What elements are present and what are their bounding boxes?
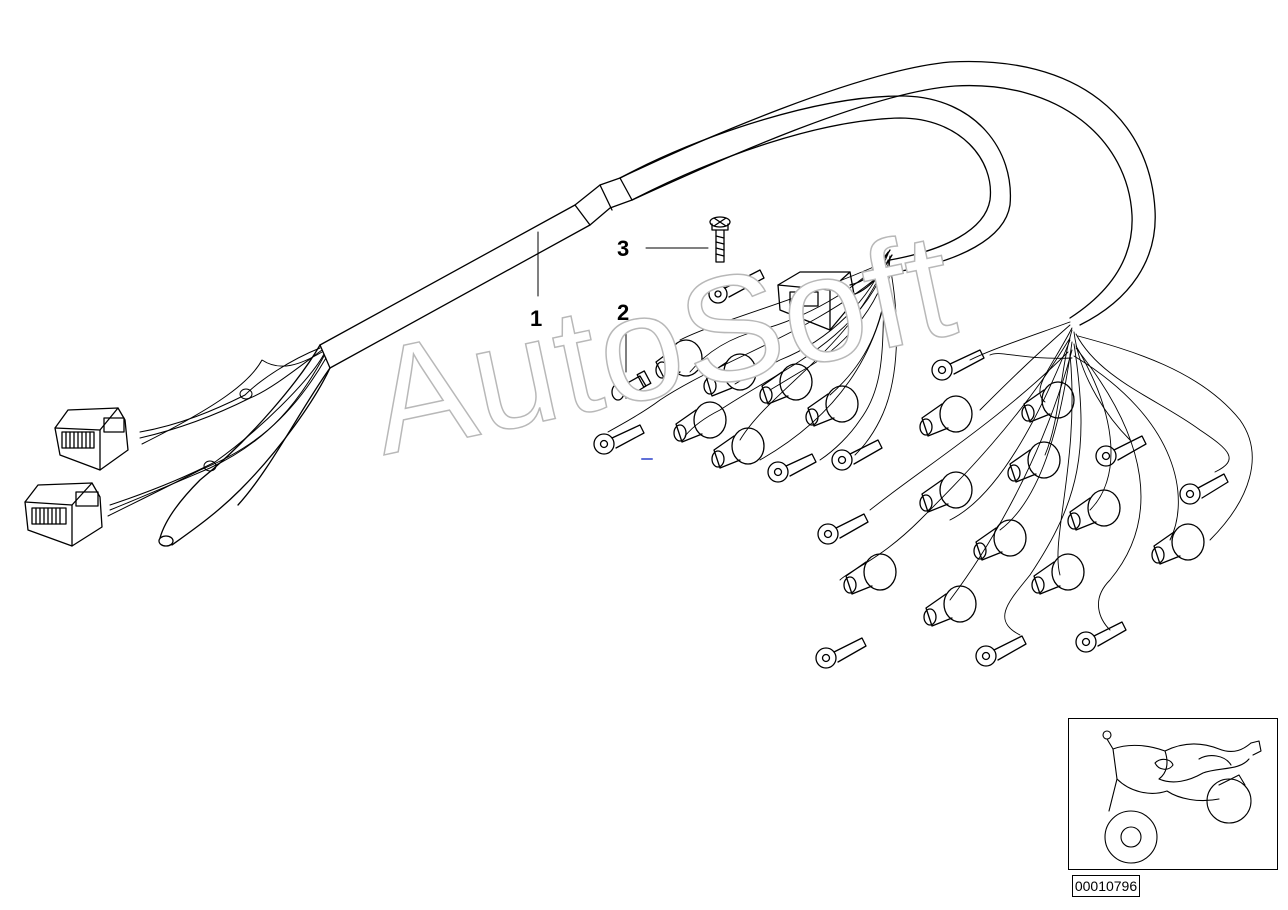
main-harness-sheath [319,60,1156,369]
left-wire-bundle [107,347,327,517]
vehicle-thumbnail [1068,718,1278,870]
bulb-socket [805,385,859,427]
leader-lines [537,231,709,373]
bulb-socket [1021,381,1075,423]
bulb-socket [759,363,813,405]
callout-2: 2 [617,300,630,325]
bulb-socket [1067,489,1121,531]
ring-terminal [975,635,1027,667]
bulb-socket [703,353,757,397]
ring-terminal [815,637,867,669]
ring-terminal [767,453,817,483]
screw-part-3 [709,216,731,263]
bulb-socket [923,585,977,627]
ring-terminal [1095,435,1147,467]
bulb-socket [655,339,703,379]
ring-terminal [831,439,883,471]
ring-terminal [593,424,645,455]
ring-terminal [1179,473,1229,505]
bulb-socket [919,471,973,513]
connector-upper-left [54,407,129,471]
ring-terminals [593,269,1229,669]
bulb-sockets [655,339,1205,627]
ring-terminal [1075,621,1127,653]
bulb-socket [919,395,973,437]
bulb-part-2 [611,370,652,401]
bulb-socket [1031,553,1085,595]
bulb-socket [1151,523,1205,565]
callout-3: 3 [617,236,630,261]
bulb-socket [843,553,897,595]
right-wire-fan [839,321,1253,636]
motorcycle-icon [1102,730,1262,864]
ring-terminal [931,349,985,381]
connector-lower-left [24,482,103,547]
bulb-socket [1007,441,1061,483]
bulb-socket [711,427,765,469]
center-wire-fan [607,251,897,461]
split-sleeve [158,344,331,547]
ring-terminal [708,269,765,304]
bulb-socket [673,401,727,443]
ring-terminal [817,513,869,545]
diagram-id-label: 00010796 [1072,875,1140,897]
bulb-socket [973,519,1027,561]
callout-1: 1 [530,306,543,331]
